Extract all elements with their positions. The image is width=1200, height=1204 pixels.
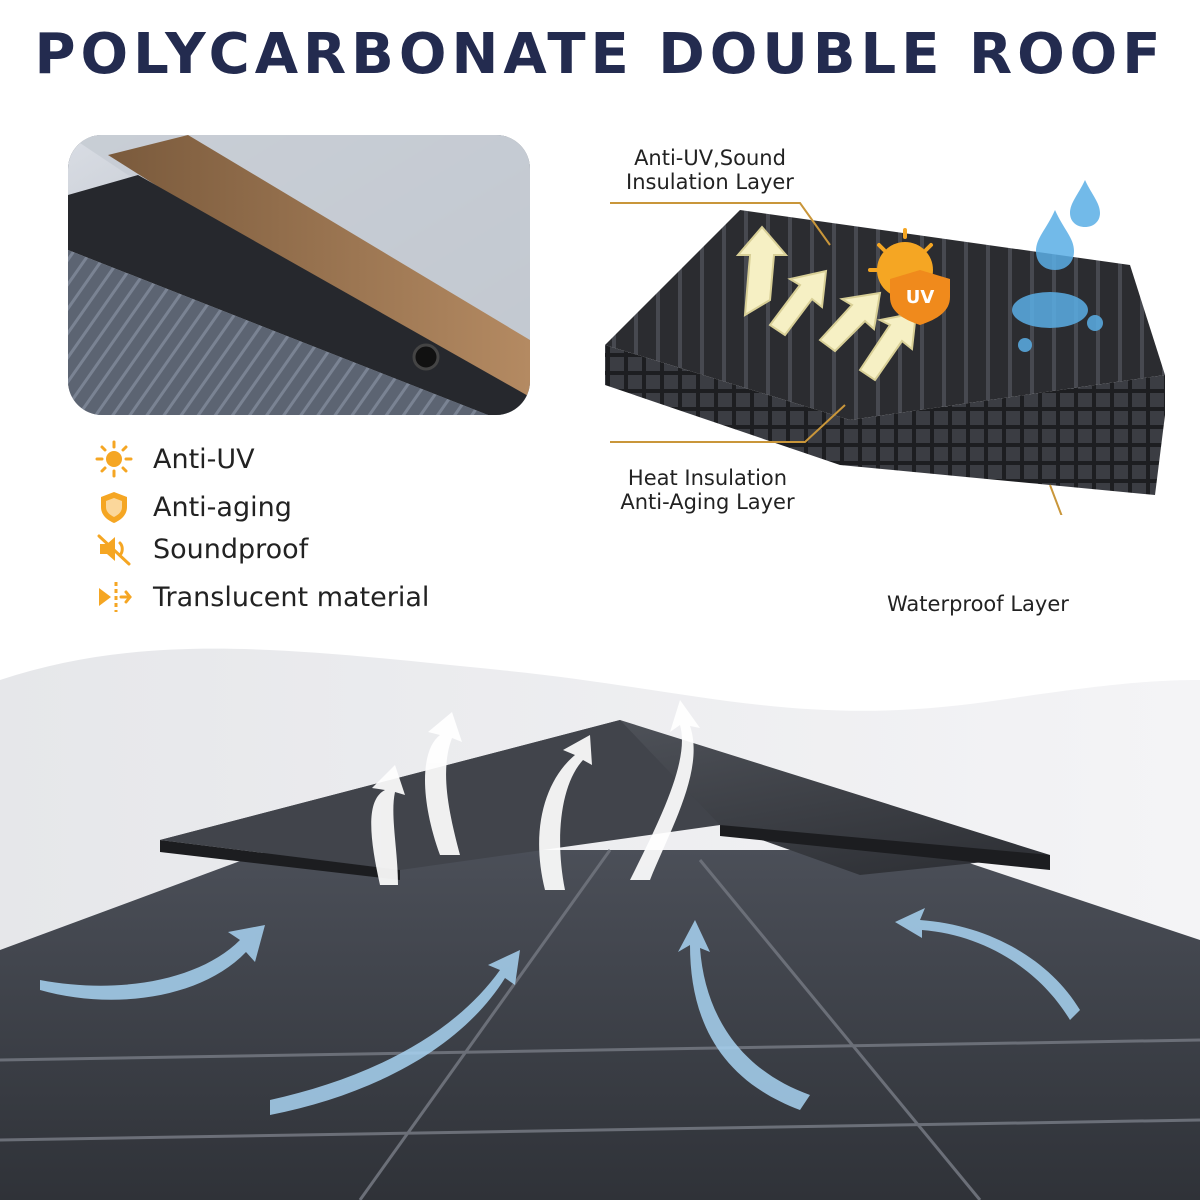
feature-soundproof: Soundproof	[95, 530, 308, 568]
shield-icon	[101, 492, 127, 523]
mute-speaker-icon	[97, 534, 131, 566]
feature-label: Translucent material	[153, 581, 430, 613]
airflow-in-arrows	[40, 908, 1080, 1115]
callout-bottom-layer: Waterproof Layer	[887, 592, 1069, 616]
callout-mid-line1: Heat Insulation	[627, 466, 788, 490]
gazebo-roof-drawing	[0, 648, 1200, 1201]
uv-badge: UV	[906, 287, 935, 308]
roof-closeup-illustration	[68, 135, 530, 415]
sun-icon	[95, 440, 133, 478]
roof-closeup-photo	[68, 135, 530, 415]
light-pass-icon	[99, 582, 132, 612]
callout-top-line1: Anti-UV,Sound	[634, 146, 786, 170]
page-title: POLYCARBONATE DOUBLE ROOF	[34, 22, 1166, 87]
uv-shield-icon	[890, 270, 950, 325]
feature-translucent: Translucent material	[95, 578, 429, 616]
feature-label: Anti-aging	[153, 491, 292, 523]
gazebo-roof-illustration	[0, 640, 1200, 1201]
callout-top-line2: Insulation Layer	[626, 170, 794, 194]
feature-anti-aging: Anti-aging	[95, 488, 292, 526]
water-drop-icon	[1012, 180, 1103, 352]
callout-mid-line2: Anti-Aging Layer	[620, 490, 795, 514]
feature-anti-uv: Anti-UV	[95, 440, 255, 478]
polycarbonate-panel-illustration: UV	[605, 180, 1165, 578]
callout-top-layer: Anti-UV,Sound Insulation Layer	[610, 146, 810, 194]
polycarbonate-panel-diagram: UV	[590, 175, 1190, 578]
feature-label: Soundproof	[153, 533, 309, 565]
airflow-up-arrows	[371, 700, 700, 890]
feature-label: Anti-UV	[153, 443, 255, 475]
callout-middle-layer: Heat Insulation Anti-Aging Layer	[605, 466, 810, 514]
